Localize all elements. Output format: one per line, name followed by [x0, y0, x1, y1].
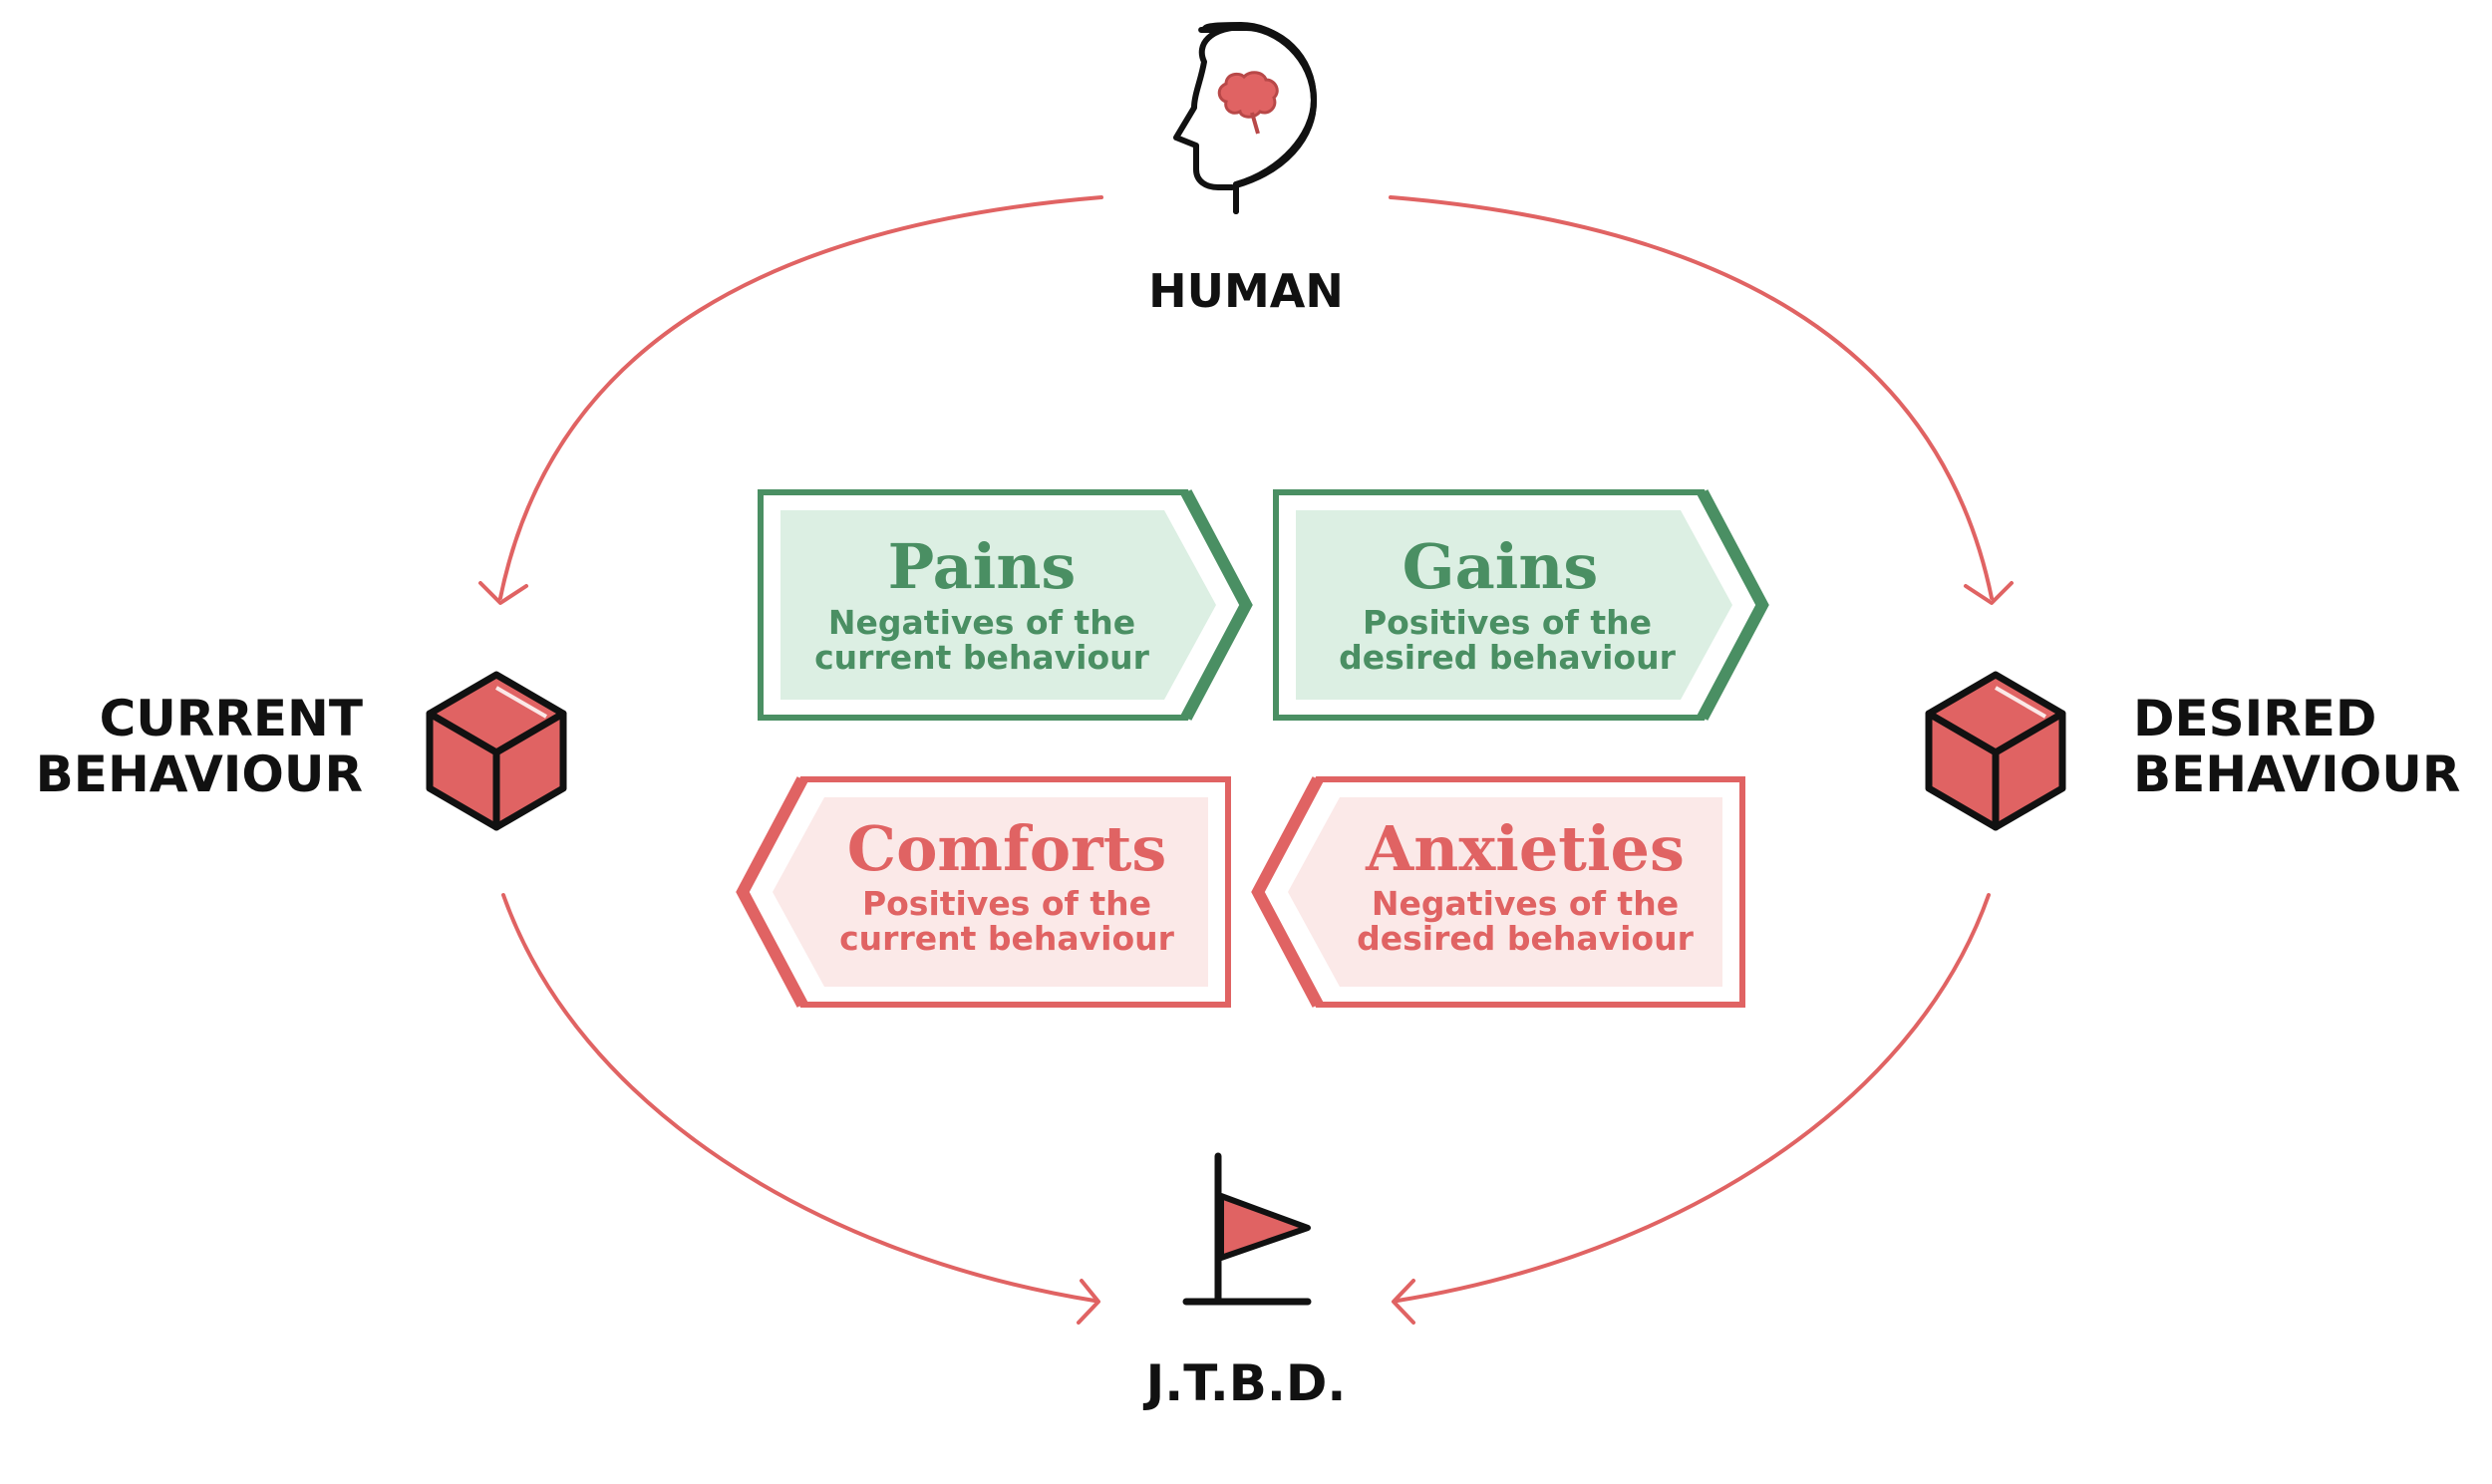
desired-behaviour-label-line1: DESIRED — [2133, 690, 2376, 747]
jtbd-label: J.T.B.D. — [1143, 1354, 1347, 1412]
comforts-subtitle-line1: Positives of the — [862, 884, 1151, 923]
gains-shape-inner — [1296, 510, 1732, 700]
arrowhead-jtbd-left — [1077, 1279, 1100, 1325]
arrow-current-to-jtbd — [501, 893, 1096, 1303]
arrow-desired-to-jtbd — [1396, 893, 1991, 1303]
human-node: HUMAN — [1148, 22, 1344, 318]
flag-icon — [1182, 1152, 1312, 1306]
desired-cube-icon — [1925, 671, 2066, 831]
brain-icon — [1217, 71, 1279, 119]
comforts-title: Comforts — [847, 812, 1167, 885]
brain-head-icon — [1173, 22, 1317, 214]
arrow-human-to-current — [498, 195, 1103, 600]
force-pains: Pains Negatives of the current behaviour — [758, 489, 1253, 721]
arrowhead-jtbd-right — [1392, 1279, 1415, 1325]
anxieties-title: Anxieties — [1365, 812, 1685, 885]
current-behaviour-node: CURRENT BEHAVIOUR — [36, 671, 567, 831]
pains-title: Pains — [888, 530, 1077, 603]
arrow-human-to-desired — [1389, 195, 1994, 600]
pains-subtitle-line1: Negatives of the — [828, 603, 1135, 642]
force-comforts: Comforts Positives of the current behavi… — [736, 776, 1231, 1008]
comforts-subtitle-line2: current behaviour — [839, 919, 1174, 958]
gains-subtitle-line2: desired behaviour — [1339, 638, 1676, 677]
anxieties-shape-inner — [1288, 797, 1722, 987]
jtbd-node: J.T.B.D. — [1143, 1152, 1347, 1412]
arrowhead-desired — [1964, 581, 2014, 605]
current-cube-icon — [426, 671, 567, 831]
human-label: HUMAN — [1148, 264, 1344, 318]
gains-title: Gains — [1402, 530, 1599, 603]
anxieties-subtitle-line2: desired behaviour — [1357, 919, 1694, 958]
cycle-arrows — [478, 195, 2014, 1325]
brain-stem — [1250, 112, 1260, 135]
pains-subtitle-line2: current behaviour — [814, 638, 1149, 677]
current-behaviour-label-line1: CURRENT — [100, 690, 363, 747]
arrowhead-current — [478, 581, 528, 605]
desired-behaviour-node: DESIRED BEHAVIOUR — [1925, 671, 2460, 831]
force-anxieties: Anxieties Negatives of the desired behav… — [1251, 776, 1745, 1008]
gains-subtitle-line1: Positives of the — [1363, 603, 1652, 642]
pains-shape-inner — [780, 510, 1216, 700]
anxieties-subtitle-line1: Negatives of the — [1372, 884, 1679, 923]
comforts-shape-inner — [773, 797, 1208, 987]
current-behaviour-label-line2: BEHAVIOUR — [36, 745, 363, 803]
desired-behaviour-label-line2: BEHAVIOUR — [2133, 745, 2460, 803]
force-gains: Gains Positives of the desired behaviour — [1273, 489, 1769, 721]
